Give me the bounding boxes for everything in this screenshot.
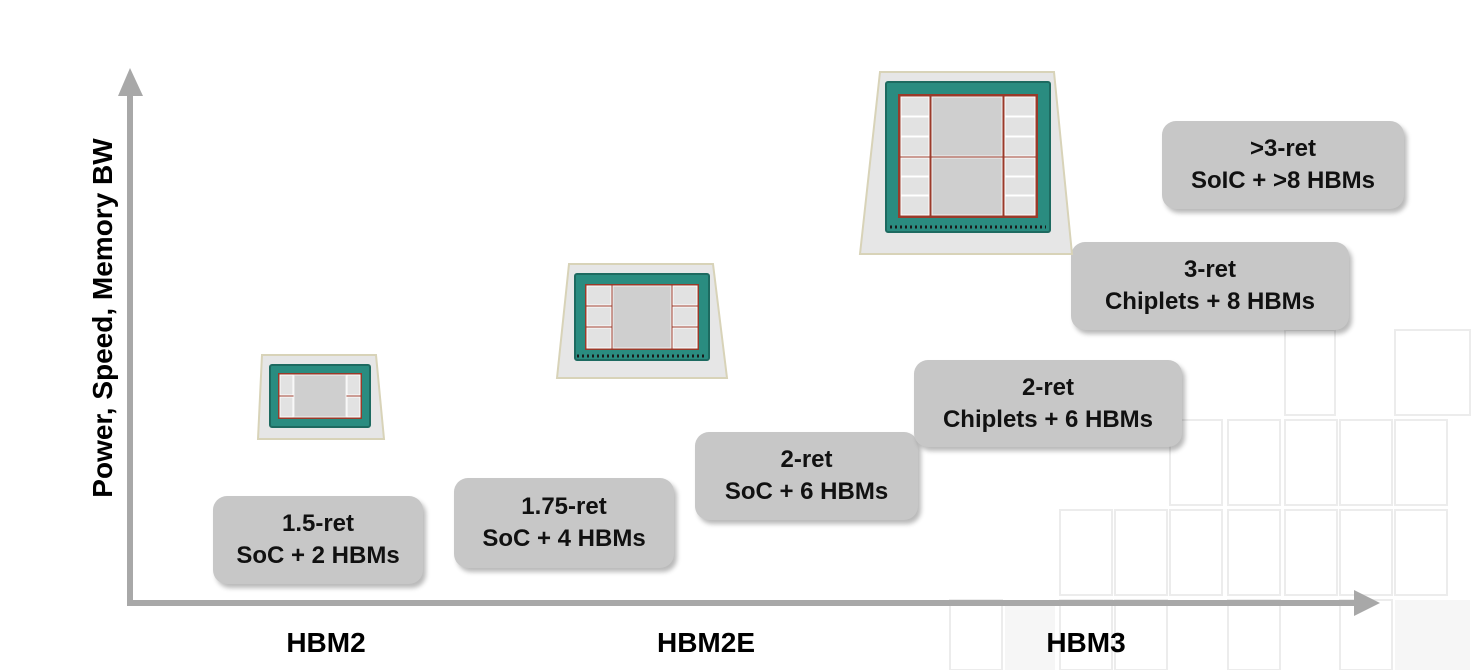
package-box-2-line1: 1.75-ret (521, 493, 607, 520)
package-box-4: 2-ret Chiplets + 6 HBMs (914, 360, 1182, 447)
x-axis-category-hbm2e: HBM2E (656, 627, 756, 658)
package-box-6-line2: SoIC + >8 HBMs (1190, 167, 1376, 194)
x-axis-category-hbm3: HBM3 (1046, 627, 1126, 658)
chip-image-soc-4-hbm (555, 263, 729, 379)
package-box-5: 3-ret Chiplets + 8 HBMs (1071, 242, 1349, 330)
y-axis-label: Power, Speed, Memory BW (87, 138, 118, 498)
package-box-6: >3-ret SoIC + >8 HBMs (1162, 121, 1404, 209)
chip-image-soc-2-hbm (256, 354, 386, 440)
x-axis-category-hbm2: HBM2 (286, 627, 366, 658)
package-box-3-line2: SoC + 6 HBMs (724, 478, 889, 505)
y-axis-arrowhead (118, 68, 143, 96)
package-box-6-line1: >3-ret (1249, 135, 1317, 162)
package-box-2-line2: SoC + 4 HBMs (482, 525, 646, 552)
package-box-1-line2: SoC + 2 HBMs (236, 542, 400, 569)
x-axis-arrowhead (1354, 590, 1380, 616)
chip-image-chiplets-8-hbm (858, 71, 1074, 255)
package-box-5-line1: 3-ret (1183, 256, 1237, 283)
package-box-4-line2: Chiplets + 6 HBMs (942, 405, 1154, 433)
package-box-2: 1.75-ret SoC + 4 HBMs (454, 478, 674, 568)
package-box-1-line1: 1.5-ret (281, 510, 355, 537)
package-box-3: 2-ret SoC + 6 HBMs (695, 432, 918, 520)
package-box-3-line1: 2-ret (780, 446, 833, 473)
package-box-4-line1: 2-ret (1021, 373, 1075, 401)
package-box-1: 1.5-ret SoC + 2 HBMs (213, 496, 423, 584)
package-box-5-line2: Chiplets + 8 HBMs (1104, 288, 1316, 315)
